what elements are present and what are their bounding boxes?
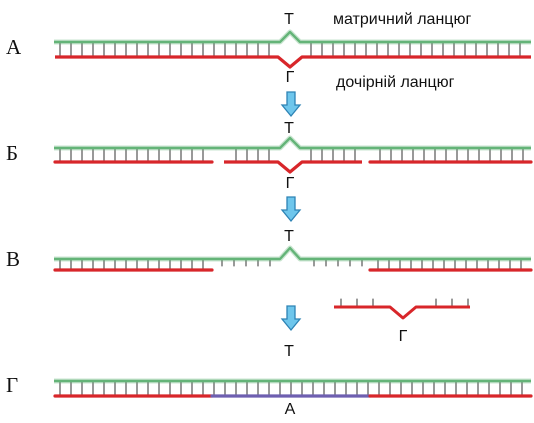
stage-a-duplex <box>54 29 531 69</box>
stage-d-repaired-base: А <box>285 401 296 418</box>
template-strand <box>54 136 531 150</box>
stage-label-a: А <box>6 35 22 59</box>
stage-c-top-base: Т <box>284 228 294 245</box>
stage-d-duplex <box>53 378 533 398</box>
stage-d-top-base: Т <box>284 343 294 360</box>
stage-c-duplex <box>53 245 533 272</box>
daughter-strand-mismatch <box>55 55 531 69</box>
stage-b-bottom-base: Г <box>286 175 295 192</box>
stage-b-duplex <box>53 135 533 174</box>
template-strand <box>54 246 531 261</box>
stage-b-top-base: Т <box>284 120 294 137</box>
down-arrow-icon <box>280 196 302 223</box>
excised-fragment <box>334 298 470 320</box>
stage-label-b: Б <box>6 141 18 165</box>
excised-daughter-fragment <box>334 305 470 320</box>
down-arrow-icon <box>280 305 302 332</box>
template-strand-label: матричний ланцюг <box>333 11 471 28</box>
template-strand <box>54 30 531 44</box>
daughter-strand-label: дочірній ланцюг <box>336 74 455 91</box>
stage-label-d: Г <box>6 373 18 397</box>
daughter-strand-mismatch <box>224 160 362 174</box>
down-arrow-icon <box>280 91 302 118</box>
stage-label-c: В <box>6 247 20 271</box>
stage-c-excised-base: Г <box>399 328 408 345</box>
stage-a-top-base: Т <box>284 11 294 28</box>
stage-a-bottom-base: Г <box>286 69 295 86</box>
